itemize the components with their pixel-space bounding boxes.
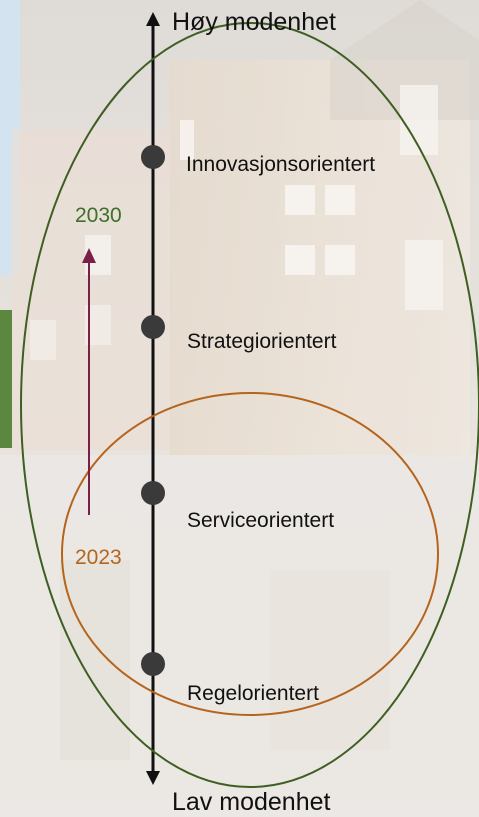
stage-label-innovasjonsorientert: Innovasjonsorientert — [186, 153, 376, 176]
stage-marker-serviceorientert — [141, 481, 165, 505]
target-scope-ellipse — [20, 22, 479, 788]
side-accent-green — [0, 310, 12, 448]
stage-marker-regelorientert — [141, 652, 165, 676]
progress-arrow-up-icon — [82, 248, 96, 263]
current-year-label: 2023 — [75, 546, 122, 569]
stage-marker-strategiorientert — [141, 315, 165, 339]
stage-label-serviceorientert: Serviceorientert — [187, 509, 335, 532]
axis-top-label: Høy modenhet — [172, 8, 336, 36]
stage-label-strategiorientert: Strategiorientert — [187, 330, 337, 353]
target-year-label: 2030 — [75, 204, 122, 227]
current-scope-ellipse — [61, 392, 439, 716]
stage-marker-innovasjonsorientert — [141, 145, 165, 169]
axis-arrow-down-icon — [146, 771, 160, 785]
axis-bottom-label: Lav modenhet — [172, 788, 331, 816]
stage-label-regelorientert: Regelorientert — [187, 682, 319, 705]
axis-arrow-up-icon — [146, 12, 160, 26]
